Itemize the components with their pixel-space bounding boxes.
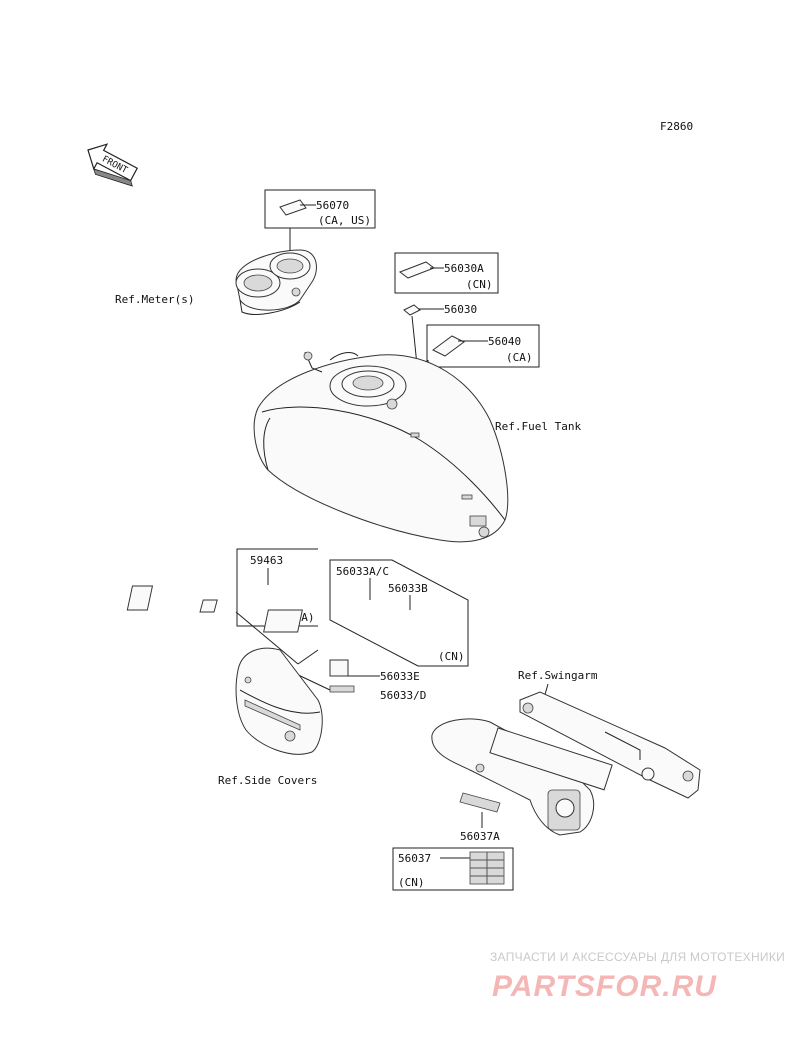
decal-56030 xyxy=(403,304,421,316)
note-56037: (CN) xyxy=(398,876,425,889)
fuel-tank xyxy=(253,351,509,543)
ref-side-covers: Ref.Side Covers xyxy=(218,774,317,787)
label-59463: 59463 xyxy=(250,554,283,567)
box-56030A xyxy=(394,252,499,294)
note-56040: (CA) xyxy=(506,351,533,364)
decal-56070 xyxy=(279,199,307,216)
label-56070: 56070 xyxy=(316,199,349,212)
meter-assembly xyxy=(235,249,317,315)
decal-56040 xyxy=(432,335,465,357)
decal-56030A xyxy=(398,261,436,279)
decal-56037 xyxy=(469,851,505,885)
label-56033AC: 56033A/C xyxy=(336,565,389,578)
label-56040: 56040 xyxy=(488,335,521,348)
label-56037: 56037 xyxy=(398,852,431,865)
box-56033B xyxy=(329,559,469,667)
swingarm xyxy=(431,691,701,836)
box-56040 xyxy=(426,324,540,368)
figure-code: F2860 xyxy=(660,120,693,133)
label-56037A: 56037A xyxy=(460,830,500,843)
label-56030A: 56030A xyxy=(444,262,484,275)
label-56033D: 56033/D xyxy=(380,689,426,702)
decal-56033D xyxy=(329,685,355,693)
ref-fuel-tank: Ref.Fuel Tank xyxy=(495,420,581,433)
decal-56033B xyxy=(263,609,303,633)
label-56033E: 56033E xyxy=(380,670,420,683)
decal-56037A xyxy=(459,792,501,813)
watermark-tagline: ЗАПЧАСТИ И АКСЕССУАРЫ ДЛЯ МОТОТЕХНИКИ xyxy=(490,950,785,964)
ref-meter: Ref.Meter(s) xyxy=(115,293,194,306)
ref-swingarm: Ref.Swingarm xyxy=(518,669,598,682)
side-cover xyxy=(235,647,323,755)
note-56033B: (CN) xyxy=(438,650,465,663)
decal-56033E xyxy=(329,659,349,677)
box-56070 xyxy=(264,189,376,229)
box-56037 xyxy=(392,847,514,891)
note-56070: (CA, US) xyxy=(318,214,371,227)
front-arrow-icon: FRONT xyxy=(87,143,139,187)
label-56033B: 56033B xyxy=(388,582,428,595)
label-56030: 56030 xyxy=(444,303,477,316)
note-56030A: (CN) xyxy=(466,278,493,291)
watermark-brand: PARTSFOR.RU xyxy=(492,970,717,1003)
decal-59463 xyxy=(126,585,154,611)
decal-56033AC xyxy=(199,599,218,613)
